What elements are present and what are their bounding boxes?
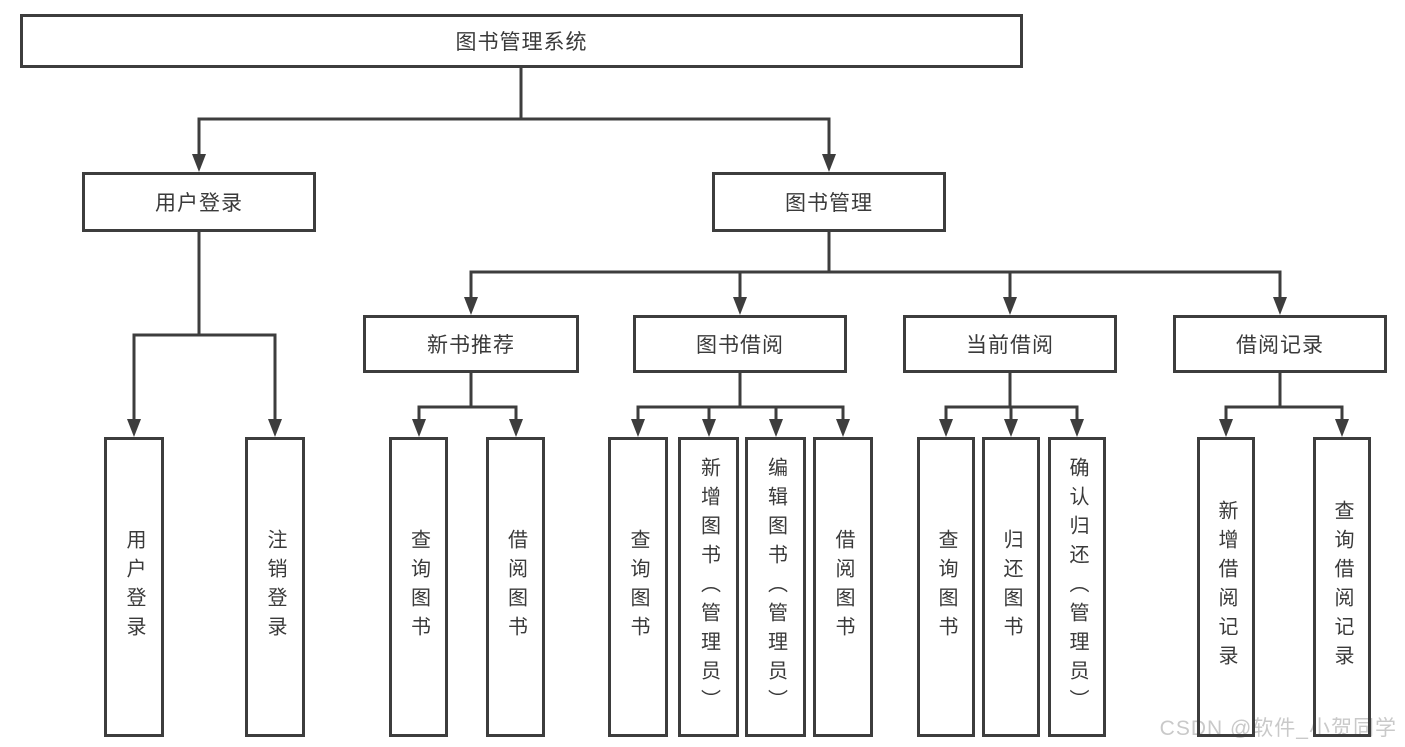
connector-new-book-recommend-to-leaves [412, 371, 523, 437]
leaf-borrow-books-1-label: 借阅图书 [504, 529, 527, 645]
leaf-logout-label: 注销登录 [264, 529, 286, 645]
leaf-return-books: 归还图书 [982, 437, 1040, 737]
node-borrow-records: 借阅记录 [1173, 315, 1387, 373]
leaf-borrow-books-2: 借阅图书 [813, 437, 873, 737]
leaf-add-books-admin: 新增图书（管理员） [678, 437, 739, 737]
leaf-query-books-2: 查询图书 [608, 437, 668, 737]
connector-user-login-to-leaves [127, 230, 282, 437]
leaf-borrow-books-2-label: 借阅图书 [832, 529, 854, 645]
leaf-add-borrow-record: 新增借阅记录 [1197, 437, 1255, 737]
leaf-query-books-1-label: 查询图书 [407, 529, 430, 645]
node-root: 图书管理系统 [20, 14, 1023, 68]
connector-root-to-level2 [192, 66, 836, 172]
connector-book-management-to-level3 [464, 230, 1287, 315]
node-current-borrow: 当前借阅 [903, 315, 1117, 373]
leaf-query-books-1: 查询图书 [389, 437, 448, 737]
leaf-confirm-return-admin-label: 确认归还（管理员） [1066, 456, 1088, 718]
leaf-edit-books-admin-label: 编辑图书（管理员） [764, 456, 787, 718]
leaf-logout: 注销登录 [245, 437, 305, 737]
node-book-borrow: 图书借阅 [633, 315, 847, 373]
leaf-user-login: 用户登录 [104, 437, 164, 737]
connector-borrow-records-to-leaves [1219, 371, 1349, 437]
node-user-login: 用户登录 [82, 172, 316, 232]
leaf-query-books-2-label: 查询图书 [627, 529, 649, 645]
connector-current-borrow-to-leaves [939, 371, 1084, 437]
leaf-query-books-3: 查询图书 [917, 437, 975, 737]
leaf-confirm-return-admin: 确认归还（管理员） [1048, 437, 1106, 737]
leaf-edit-books-admin: 编辑图书（管理员） [745, 437, 806, 737]
node-book-management: 图书管理 [712, 172, 946, 232]
leaf-query-books-3-label: 查询图书 [935, 529, 957, 645]
leaf-query-borrow-record: 查询借阅记录 [1313, 437, 1371, 737]
leaf-return-books-label: 归还图书 [1000, 529, 1022, 645]
leaf-add-books-admin-label: 新增图书（管理员） [697, 456, 720, 718]
leaf-borrow-books-1: 借阅图书 [486, 437, 545, 737]
leaf-user-login-label: 用户登录 [123, 529, 145, 645]
leaf-query-borrow-record-label: 查询借阅记录 [1331, 500, 1353, 674]
leaf-add-borrow-record-label: 新增借阅记录 [1215, 500, 1237, 674]
node-new-book-recommend: 新书推荐 [363, 315, 579, 373]
connector-book-borrow-to-leaves [631, 371, 850, 437]
